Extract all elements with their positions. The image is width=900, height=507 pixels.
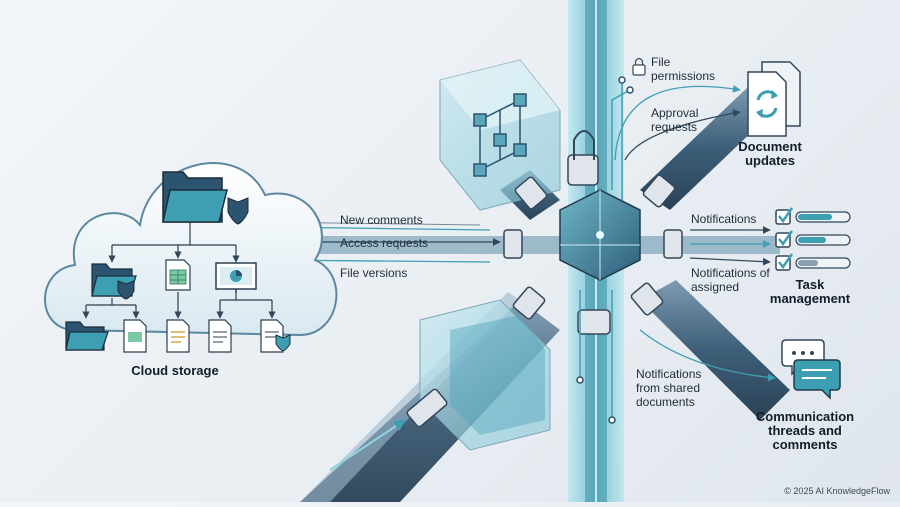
folder-icon — [65, 321, 109, 351]
lock-icon — [632, 57, 646, 76]
title-communication: Communication threads and comments — [755, 409, 855, 452]
central-hub — [559, 189, 641, 281]
label-file-versions: File versions — [340, 266, 408, 280]
document-icon — [260, 319, 291, 353]
folder-icon — [91, 263, 137, 300]
connectors — [406, 154, 683, 428]
label-notifications-of-assigned: Notifications of assigned — [691, 266, 770, 294]
pipe-bottom-right — [640, 280, 790, 420]
chart-monitor-icon — [215, 262, 257, 293]
cloud-folder-tree — [82, 222, 276, 319]
flow-arrows-right — [329, 85, 776, 471]
label-notifications: Notifications — [691, 212, 757, 226]
label-approval-requests: Approval requests — [651, 106, 699, 134]
circuit-traces — [579, 80, 631, 420]
document-icon — [123, 319, 147, 353]
sync-document-icon — [747, 61, 801, 137]
label-file-permissions: File permissions — [651, 55, 716, 83]
title-task-management: Task management — [769, 277, 851, 306]
label-access-requests: Access requests — [340, 236, 429, 250]
pipe-right — [630, 236, 780, 254]
label-notifications-shared-docs: Notifications from shared documents — [636, 367, 702, 409]
folder-icon — [162, 171, 228, 223]
chat-bubbles-icon — [781, 339, 841, 400]
title-document-updates: Document updates — [738, 139, 802, 168]
checklist-icon — [775, 207, 851, 271]
shield-icon — [227, 197, 249, 225]
spreadsheet-icon — [165, 259, 191, 291]
copyright-footer: © 2025 AI KnowledgeFlow — [784, 486, 890, 496]
glass-cube-top — [439, 59, 561, 211]
document-icon — [208, 319, 232, 353]
title-cloud-storage: Cloud storage — [131, 363, 219, 378]
pipe-top-right — [640, 85, 780, 210]
label-new-comments: New comments — [340, 213, 423, 227]
document-icon — [166, 319, 190, 353]
